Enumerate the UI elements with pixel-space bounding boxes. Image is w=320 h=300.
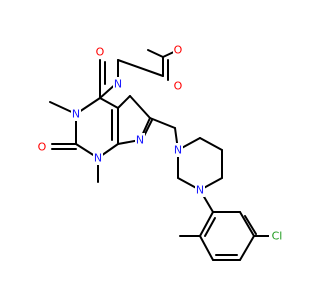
bond-c8-n7 [129, 95, 151, 119]
bond-c5-junction [99, 97, 119, 109]
atom-label-n3: N [94, 152, 102, 165]
atom-label-o-ester-carbonyl: O [174, 80, 183, 93]
atom-label-bg [113, 77, 123, 91]
atom-label-o-c6: O [96, 46, 105, 59]
atom-label-bg [71, 107, 81, 121]
atom-label-cl: Cl [272, 230, 283, 243]
bond-ar-5 [199, 235, 214, 261]
bond-pip-2 [199, 137, 223, 151]
atom-label-n1: N [72, 108, 80, 121]
bond-ester-methyl [147, 49, 164, 58]
atom-label-bg [93, 151, 103, 165]
bond-ar-6-double [204, 217, 216, 237]
bond-ar-3 [239, 235, 255, 261]
atom-label-o-c2: O [38, 141, 47, 154]
atom-label-bg [269, 229, 285, 243]
atom-label-bg [37, 140, 47, 154]
atom-label-bg [173, 43, 183, 57]
atom-label-bg [173, 79, 183, 93]
atom-label-bg [95, 45, 105, 59]
bond-ar-2 [239, 211, 255, 237]
molecule-diagram: O O O O N N N N N N Cl [37, 43, 285, 261]
bond-n7-c5-ring [117, 95, 131, 109]
bond-lines [49, 49, 271, 261]
atom-labels: O O O O N N N N N N Cl [37, 43, 285, 243]
atom-label-bg [195, 183, 205, 197]
bond-c8-ch2 [149, 117, 176, 129]
atom-label-n-pip-bottom: N [196, 184, 204, 197]
atom-label-bg [173, 143, 183, 157]
atom-label-n7: N [114, 78, 122, 91]
bond-carbonyl-ch2 [117, 59, 164, 77]
atom-label-bg [135, 133, 145, 147]
atom-label-n-pip-top: N [174, 144, 182, 157]
atom-label-n9: N [136, 134, 144, 147]
bond-ar-2-double [244, 215, 257, 235]
bond-ar-6 [199, 211, 214, 237]
atom-label-o-ester-ether: O [174, 44, 183, 57]
bond-n9-c8-double [143, 119, 153, 137]
